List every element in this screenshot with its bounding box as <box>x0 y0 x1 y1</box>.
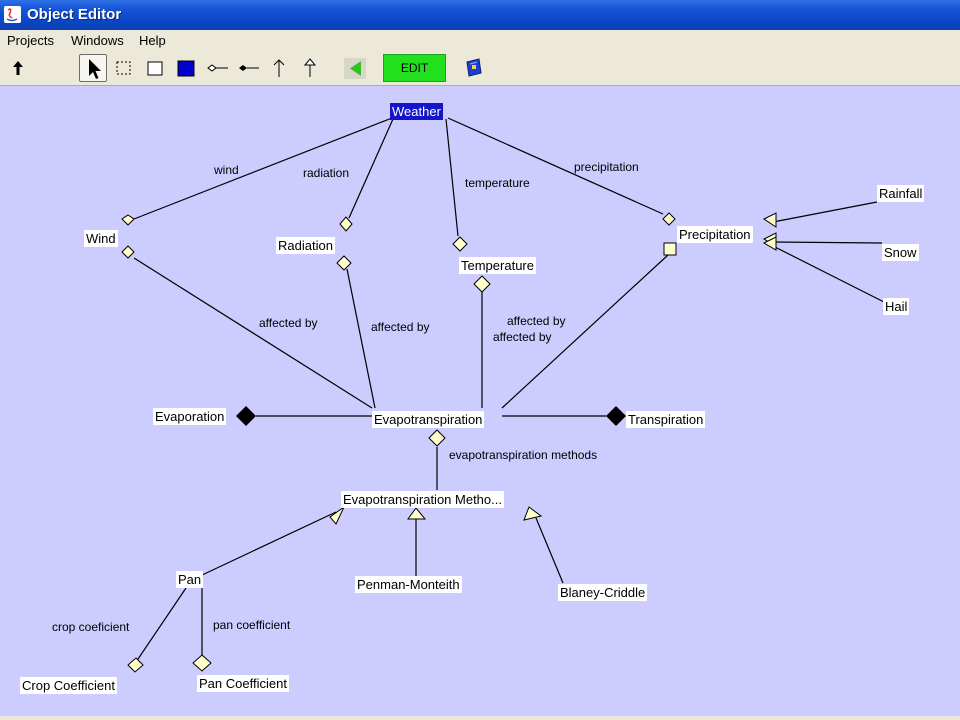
node-wind[interactable]: Wind <box>84 230 118 247</box>
edge-label-affected-by: affected by <box>259 316 318 330</box>
filled-box-icon[interactable] <box>172 54 200 82</box>
class-box-icon[interactable] <box>141 54 169 82</box>
edge-label-pan-coefficient: pan coefficient <box>213 618 291 632</box>
menu-help[interactable]: Help <box>139 33 166 48</box>
toolbar <box>0 51 960 86</box>
association-arrow-icon[interactable] <box>265 54 293 82</box>
node-evaporation[interactable]: Evaporation <box>153 408 227 425</box>
node-penman-monteith[interactable]: Penman-Monteith <box>355 576 462 593</box>
menu-windows[interactable]: Windows <box>71 33 124 48</box>
edge-label-et-methods: evapotranspiration methods <box>449 448 598 462</box>
book-icon[interactable] <box>460 54 488 82</box>
edit-button[interactable]: EDIT <box>383 54 446 82</box>
diagram-canvas[interactable]: wind radiation temperature precipitation… <box>0 86 960 716</box>
node-et-methods[interactable]: Evapotranspiration Metho... <box>341 491 504 508</box>
menu-projects[interactable]: Projects <box>7 33 54 48</box>
node-weather[interactable]: Weather <box>390 103 443 120</box>
edge-label-crop-coeficient: crop coeficient <box>52 620 130 634</box>
node-crop-coefficient[interactable]: Crop Coefficient <box>20 677 117 694</box>
menu-bar: Projects Windows Help <box>0 30 960 51</box>
node-pan-coefficient[interactable]: Pan Coefficient <box>197 675 289 692</box>
edge-label-affected-by: affected by <box>507 314 566 328</box>
status-bar <box>0 716 960 720</box>
aggregation-tool-icon[interactable] <box>203 54 231 82</box>
node-transpiration[interactable]: Transpiration <box>626 411 706 428</box>
node-snow[interactable]: Snow <box>882 244 919 261</box>
edge-label-wind: wind <box>214 163 239 177</box>
window-title: Object Editor <box>27 6 122 23</box>
node-hail[interactable]: Hail <box>883 298 910 315</box>
java-app-icon <box>4 6 21 23</box>
node-temperature[interactable]: Temperature <box>459 257 536 274</box>
edge-label-affected-by: affected by <box>371 320 430 334</box>
edge-label-temperature: temperature <box>465 176 530 190</box>
back-triangle-icon[interactable] <box>341 54 369 82</box>
inheritance-arrow-icon[interactable] <box>296 54 324 82</box>
node-pan[interactable]: Pan <box>176 571 204 588</box>
node-blaney-criddle[interactable]: Blaney-Criddle <box>558 584 648 601</box>
node-rainfall[interactable]: Rainfall <box>877 185 925 202</box>
edge-label-radiation: radiation <box>303 166 350 180</box>
edge-label-affected-by: affected by <box>493 330 552 344</box>
composition-tool-icon[interactable] <box>234 54 262 82</box>
node-precipitation[interactable]: Precipitation <box>677 226 753 243</box>
edge-label-precipitation: precipitation <box>574 160 639 174</box>
node-radiation[interactable]: Radiation <box>276 237 335 254</box>
up-arrow-icon[interactable] <box>4 54 32 82</box>
pointer-icon[interactable] <box>79 54 107 82</box>
marquee-select-icon[interactable] <box>110 54 138 82</box>
node-evapotranspiration[interactable]: Evapotranspiration <box>372 411 485 428</box>
diagram-connectors <box>121 117 885 673</box>
title-bar: Object Editor <box>0 0 960 30</box>
